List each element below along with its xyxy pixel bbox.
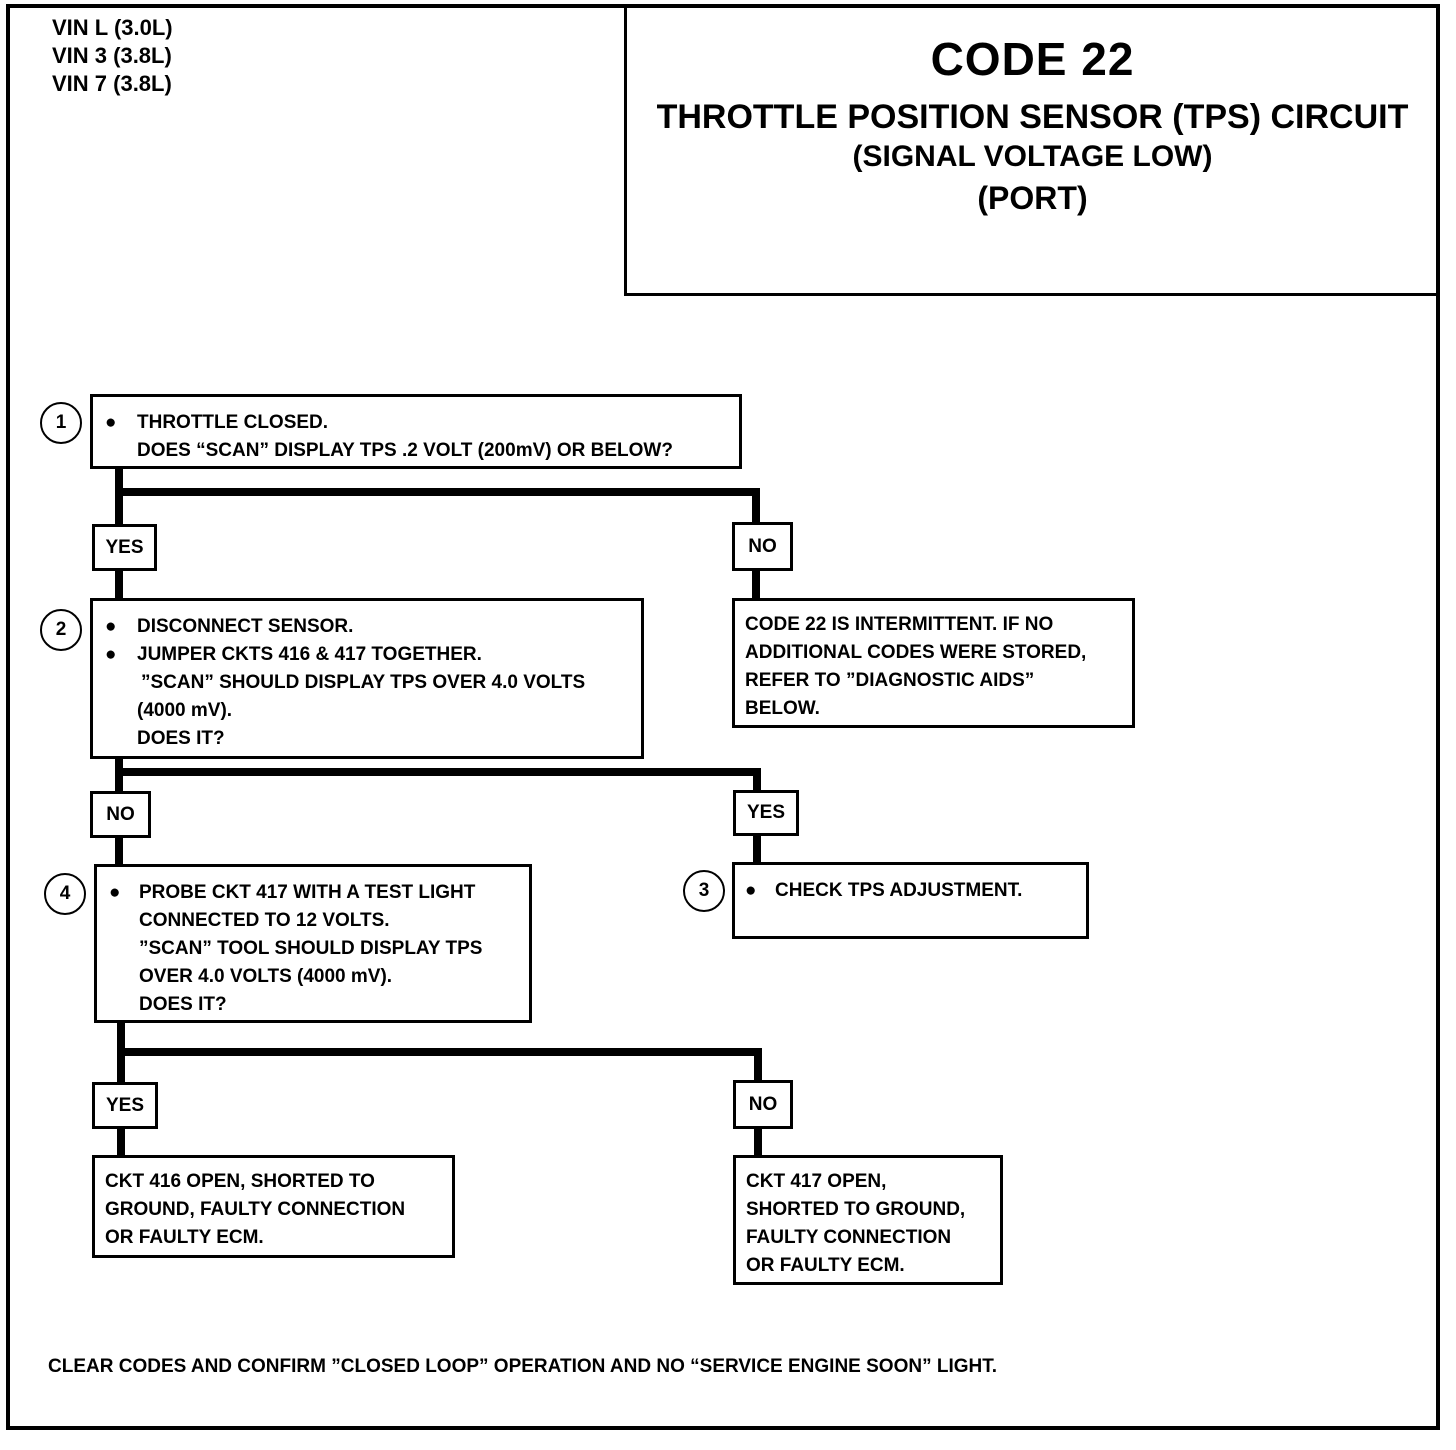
step-2-marker: 2 [40, 609, 82, 651]
step-2-line-5: DOES IT? [137, 728, 225, 749]
result-ckt416-line-2: GROUND, FAULTY CONNECTION [105, 1199, 406, 1220]
connector-yes2-to-s3 [753, 832, 761, 864]
connector-yes3-to-result [117, 1126, 125, 1158]
step-2-line-4: (4000 mV). [137, 700, 233, 721]
step-2-line-2: JUMPER CKTS 416 & 417 TOGETHER. [137, 644, 482, 665]
step-3-marker: 3 [683, 870, 725, 912]
yes-label-2: YES [733, 790, 799, 836]
step-4-line-1: PROBE CKT 417 WITH A TEST LIGHT [139, 882, 476, 903]
result-ckt417-box: CKT 417 OPEN, SHORTED TO GROUND, FAULTY … [733, 1155, 1003, 1285]
no-label-1: NO [732, 522, 793, 571]
title-box: CODE 22 THROTTLE POSITION SENSOR (TPS) C… [624, 6, 1438, 296]
connector-yes1-to-s2 [115, 568, 123, 602]
result-ckt417-line-4: OR FAULTY ECM. [746, 1255, 905, 1276]
page-title-port: (PORT) [977, 180, 1088, 216]
bullet: ● [109, 882, 121, 903]
step-4-line-3: ”SCAN” TOOL SHOULD DISPLAY TPS [139, 938, 483, 959]
no-label-3: NO [733, 1080, 793, 1129]
no-label-2: NO [90, 791, 151, 838]
result-ckt416-box: CKT 416 OPEN, SHORTED TO GROUND, FAULTY … [92, 1155, 455, 1258]
connector-s4-horizontal [117, 1048, 762, 1056]
connector-s1-horizontal [115, 488, 760, 496]
step-4-line-4: OVER 4.0 VOLTS (4000 mV). [139, 966, 393, 987]
result-ckt417-line-2: SHORTED TO GROUND, [746, 1199, 966, 1220]
page-title-code: CODE 22 [930, 33, 1135, 85]
step-3-line-1: CHECK TPS ADJUSTMENT. [775, 880, 1023, 901]
step-2-line-1: DISCONNECT SENSOR. [137, 616, 354, 637]
result-ckt417-line-1: CKT 417 OPEN, [746, 1171, 887, 1192]
bullet: ● [105, 412, 117, 433]
result-ckt416-line-3: OR FAULTY ECM. [105, 1227, 264, 1248]
connector-s2-down [115, 757, 123, 795]
result-intermittent-line-4: BELOW. [745, 698, 820, 719]
bullet: ● [105, 616, 117, 637]
connector-no1-to-result [752, 568, 760, 601]
step-4-line-5: DOES IT? [139, 994, 227, 1015]
vin-line-1: VIN L (3.0L) [52, 15, 173, 40]
result-ckt417-line-3: FAULTY CONNECTION [746, 1227, 952, 1248]
vin-line-2: VIN 3 (3.8L) [52, 43, 172, 68]
connector-s1-right-down [752, 488, 760, 524]
step-4-box: ● PROBE CKT 417 WITH A TEST LIGHT CONNEC… [94, 864, 532, 1023]
connector-s1-down [115, 468, 123, 524]
bullet: ● [105, 644, 117, 665]
step-2-line-3: ”SCAN” SHOULD DISPLAY TPS OVER 4.0 VOLTS [141, 672, 586, 693]
connector-s2-horizontal [115, 768, 761, 776]
page-frame [6, 4, 1440, 1430]
step-1-marker: 1 [40, 402, 82, 444]
step-4-line-2: CONNECTED TO 12 VOLTS. [139, 910, 390, 931]
page-title-sub: (SIGNAL VOLTAGE LOW) [852, 140, 1213, 173]
result-intermittent-line-1: CODE 22 IS INTERMITTENT. IF NO [745, 614, 1054, 635]
bullet: ● [745, 880, 757, 901]
connector-s4-right-down [754, 1048, 762, 1082]
result-ckt416-line-1: CKT 416 OPEN, SHORTED TO [105, 1171, 375, 1192]
step-4-marker: 4 [44, 873, 86, 915]
vin-line-3: VIN 7 (3.8L) [52, 71, 172, 96]
connector-s2-right-down [753, 768, 761, 792]
step-1-line-1: THROTTLE CLOSED. [137, 412, 329, 433]
footer-instruction: CLEAR CODES AND CONFIRM ”CLOSED LOOP” OP… [48, 1356, 998, 1377]
connector-no3-to-result [754, 1126, 762, 1158]
result-intermittent-line-3: REFER TO ”DIAGNOSTIC AIDS” [745, 670, 1035, 691]
step-1-box: ● THROTTLE CLOSED. DOES “SCAN” DISPLAY T… [90, 394, 742, 469]
result-intermittent-line-2: ADDITIONAL CODES WERE STORED, [745, 642, 1087, 663]
step-3-box: ● CHECK TPS ADJUSTMENT. [732, 862, 1089, 939]
result-intermittent-box: CODE 22 IS INTERMITTENT. IF NO ADDITIONA… [732, 598, 1135, 728]
page-title-main: THROTTLE POSITION SENSOR (TPS) CIRCUIT [656, 98, 1409, 136]
yes-label-3: YES [92, 1082, 158, 1129]
step-2-box: ● DISCONNECT SENSOR. ● JUMPER CKTS 416 &… [90, 598, 644, 759]
yes-label-1: YES [92, 524, 157, 571]
connector-no2-to-s4 [115, 836, 123, 866]
step-1-line-2: DOES “SCAN” DISPLAY TPS .2 VOLT (200mV) … [137, 440, 673, 461]
